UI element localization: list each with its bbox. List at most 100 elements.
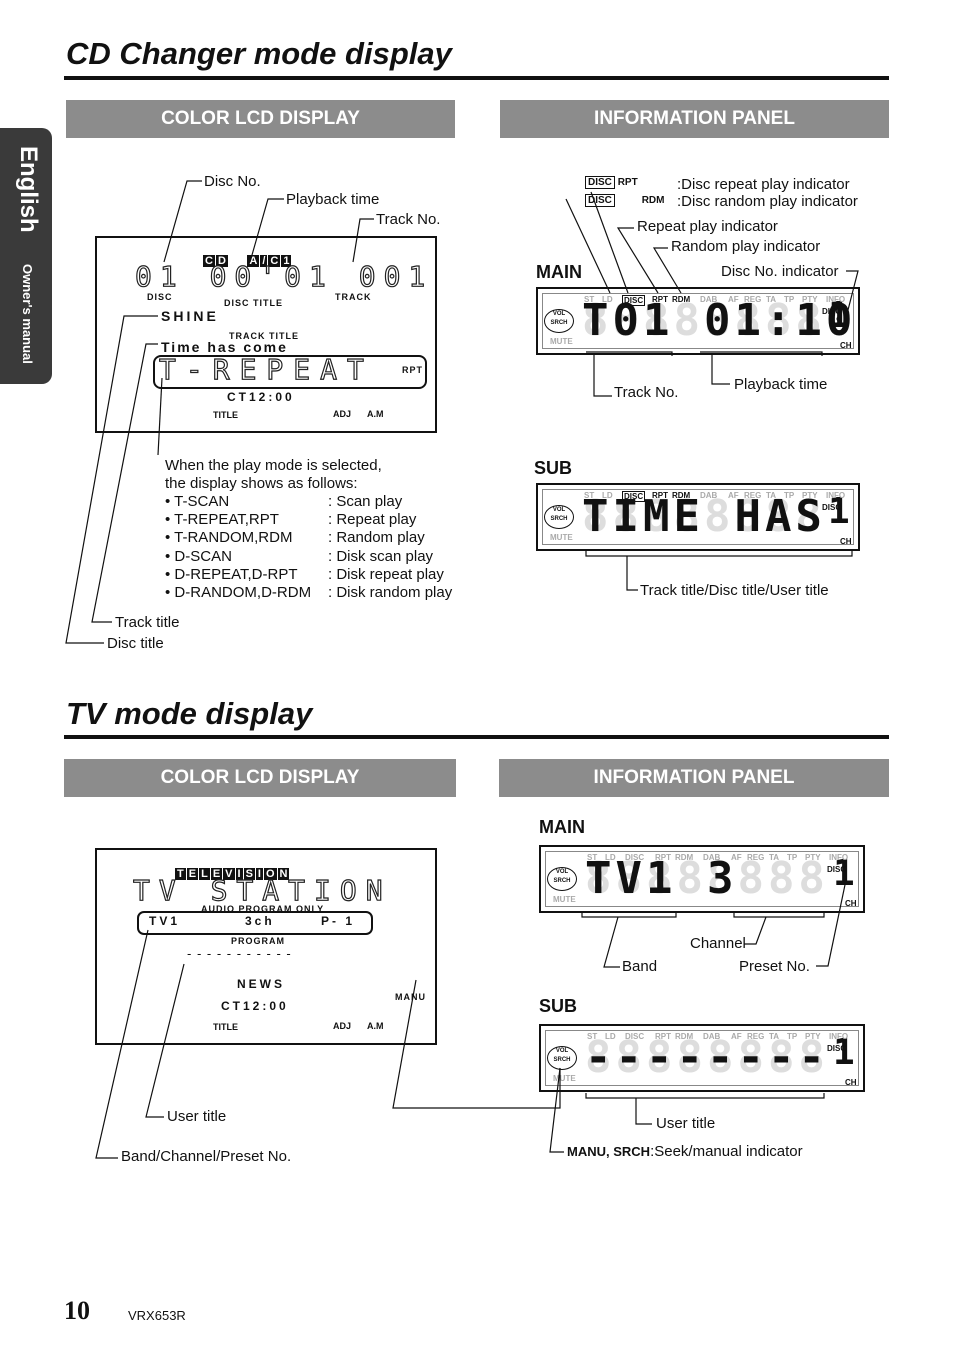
ind-st: ST xyxy=(587,853,598,862)
cd-clock: CT12:00 xyxy=(227,390,295,404)
callout-track-title: Track title xyxy=(115,614,180,631)
ind-ta: TA xyxy=(766,295,777,304)
mode-letter: I xyxy=(235,868,243,880)
tv-main-disc: 1 xyxy=(833,853,859,894)
play-mode-codes: • T-SCAN • T-REPEAT,RPT • T-RANDOM,RDM •… xyxy=(165,493,311,602)
disc-title-value: SHINE xyxy=(161,308,219,324)
mode-letter: E xyxy=(210,868,223,880)
ind-af: AF xyxy=(731,1032,742,1041)
ind-ta: TA xyxy=(769,853,780,862)
ind-rpt: RPT xyxy=(655,853,671,862)
leader-disc-title xyxy=(65,315,158,644)
mode-letter: E xyxy=(186,868,199,880)
cd-main-text: T01 01:10 xyxy=(582,295,857,346)
mode-desc: : Disk scan play xyxy=(328,547,434,565)
tv-section-title: TV mode display xyxy=(66,696,313,731)
callout-playback-time: Playback time xyxy=(286,191,380,208)
ind-reg: REG xyxy=(747,853,765,862)
mode-code: • D-SCAN xyxy=(165,547,232,565)
ind-ld: LD xyxy=(605,853,616,862)
mode-text: T-REPEAT xyxy=(158,352,374,386)
leader-sub-user xyxy=(635,1098,652,1125)
ind-disc: DISC xyxy=(625,853,645,862)
mode-letter: N xyxy=(277,868,290,880)
tv-channel: 3ch xyxy=(245,914,275,928)
mode-code: • D-REPEAT,D-RPT xyxy=(165,565,298,583)
cd-main-label: MAIN xyxy=(536,262,582,282)
leader-repeat-ind xyxy=(616,227,659,294)
adj-key: ADJ xyxy=(333,409,352,419)
vol-text: VOL xyxy=(555,1048,569,1054)
mode-letter: I xyxy=(255,868,263,880)
ind-af: AF xyxy=(731,853,742,862)
leader-disc-rdm xyxy=(565,198,611,294)
callout-disc-no-indicator: Disc No. indicator xyxy=(721,263,839,280)
callout-tv-user-title: User title xyxy=(167,1108,227,1125)
page-number: 10 xyxy=(64,1296,90,1325)
title-key: TITLE xyxy=(213,410,238,420)
tv-station: TV STATION xyxy=(132,873,392,907)
mode-code: • T-REPEAT,RPT xyxy=(165,511,279,529)
tv-clock: CT12:00 xyxy=(221,999,289,1013)
srch-text: SRCH xyxy=(553,878,571,884)
rpt-icon: RPT xyxy=(617,177,638,188)
srch-text: SRCH xyxy=(550,320,568,326)
tv-band-box xyxy=(137,911,373,935)
tv-sub-text: -------- xyxy=(585,1032,829,1083)
language-tab: English Owner's manual xyxy=(0,128,52,384)
ind-rdm: RDM xyxy=(672,491,691,500)
tv-preset: P- 1 xyxy=(321,914,356,928)
seek-indicator-legend: MANU, SRCH:Seek/manual indicator xyxy=(567,1143,803,1160)
manu-srch-text: MANU, SRCH xyxy=(567,1144,651,1159)
callout-channel: Channel xyxy=(690,935,746,952)
mode-desc: : Random play xyxy=(328,529,425,547)
ind-dab: DAB xyxy=(700,295,718,304)
rpt-indicator: RPT xyxy=(402,365,423,375)
disc-unit: DISC xyxy=(827,1044,847,1053)
leader-mode xyxy=(157,377,163,456)
ind-pty: PTY xyxy=(805,1032,821,1041)
vol-text: VOL xyxy=(552,311,566,317)
callout-sub-user-title: User title xyxy=(656,1115,716,1132)
vol-srch-icon: VOL SRCH xyxy=(544,309,574,333)
ch-unit: CH xyxy=(845,1078,857,1087)
tv-lcd-header: COLOR LCD DISPLAY xyxy=(64,759,456,797)
leader-disc-no-ind xyxy=(846,270,859,311)
language-label: English xyxy=(15,146,42,233)
tv-main-label: MAIN xyxy=(539,817,585,837)
cd-sub-text: TIME HAS xyxy=(582,491,826,542)
ind-reg: REG xyxy=(744,491,762,500)
am-key: A.M xyxy=(367,409,384,419)
track-title-label: TRACK TITLE xyxy=(229,331,299,341)
callout-main-playback-time: Playback time xyxy=(734,376,828,393)
mode-letter: / xyxy=(260,255,268,267)
ind-disc: DISC xyxy=(622,491,646,502)
ch-unit: CH xyxy=(840,341,852,350)
mode-box xyxy=(153,355,427,389)
mode-desc: : Disk random play xyxy=(328,584,453,602)
mute-text: MUTE xyxy=(550,337,573,346)
manual-label: Owner's manual xyxy=(20,264,35,364)
ind-tp: TP xyxy=(784,295,795,304)
bracket-sub-user xyxy=(585,1093,825,1099)
leader-track-no xyxy=(352,218,374,263)
disc-icon: DISC xyxy=(585,194,615,207)
panel-ghost: 88888888 xyxy=(585,853,829,904)
rdm-icon: RDM xyxy=(641,195,665,206)
mode-letter: O xyxy=(263,868,277,880)
legend-disc-repeat-text: :Disc repeat play indicator xyxy=(677,176,850,193)
mode-letter: A xyxy=(247,255,260,267)
am-key: A.M xyxy=(367,1021,384,1031)
cd-digits: 01 00'01 001 xyxy=(134,259,434,293)
mode-desc: : Repeat play xyxy=(328,511,417,529)
leader-main-track xyxy=(593,355,612,397)
disc-label: DISC xyxy=(147,292,173,302)
leader-sub-caption xyxy=(626,556,638,591)
cd-lcd-header: COLOR LCD DISPLAY xyxy=(66,100,455,138)
mode-letter: D xyxy=(215,255,228,267)
panel-inner xyxy=(545,1030,859,1086)
callout-band: Band xyxy=(622,958,658,975)
leader-channel xyxy=(744,916,767,945)
modes-intro-line: When the play mode is selected, xyxy=(165,457,382,474)
